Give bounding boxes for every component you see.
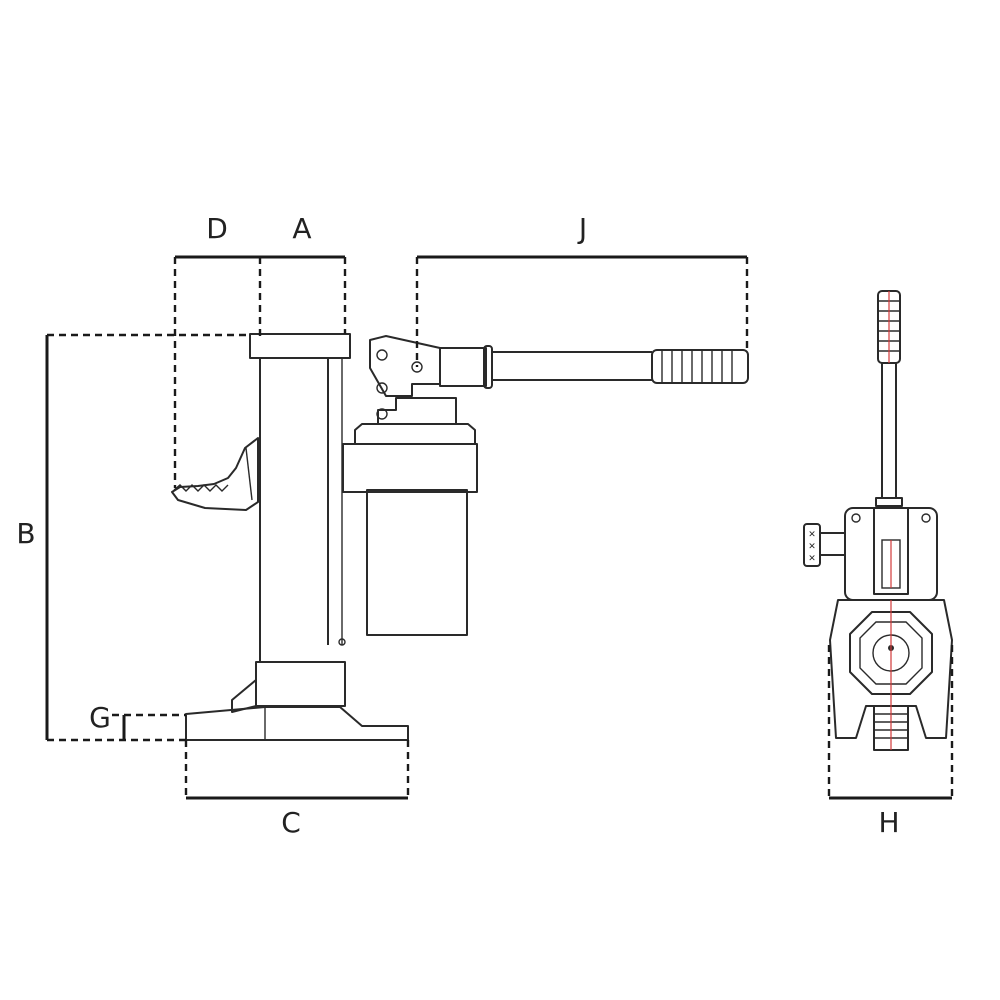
housing-bolt-tl-icon xyxy=(851,513,861,523)
housing-bolt-tr-icon xyxy=(921,513,931,523)
jack-front-view: ✕ ✕ ✕ xyxy=(803,290,953,751)
pump-assembly xyxy=(342,335,749,636)
handle-grip xyxy=(651,349,749,384)
dim-label-J: J xyxy=(577,212,587,245)
dim-label-C: C xyxy=(281,806,301,839)
front-pump-plunger-guard xyxy=(873,507,909,595)
front-handle-collar xyxy=(875,497,903,507)
knob-mark-icon: ✕ xyxy=(808,542,816,552)
linkage-pin-upper-icon xyxy=(376,349,388,361)
toe-claw xyxy=(171,437,259,511)
pump-body xyxy=(377,397,457,424)
lever-linkage xyxy=(369,335,441,397)
ram-nut-inner xyxy=(859,621,923,685)
dimension-lines xyxy=(45,255,954,800)
pump-head xyxy=(354,423,476,445)
toe-claw-edge xyxy=(245,447,253,501)
octagonal-ram-nut xyxy=(849,611,933,695)
handle-socket xyxy=(439,347,487,387)
knob-mark-icon: ✕ xyxy=(808,554,816,564)
toe-claw-teeth xyxy=(173,484,229,492)
rail-end xyxy=(338,638,346,646)
dim-label-G: G xyxy=(89,701,111,734)
lower-housing xyxy=(255,661,346,707)
jack-top-cap xyxy=(249,333,351,359)
dim-label-D: D xyxy=(206,212,228,245)
jack-side-view xyxy=(171,333,409,741)
release-valve-knob xyxy=(803,523,821,567)
base-plate xyxy=(185,706,409,741)
pump-bolt-icon xyxy=(376,408,388,420)
linkage-pin-lower-icon xyxy=(376,382,388,394)
oil-reservoir xyxy=(366,489,468,636)
linkage-pin-pivot-icon xyxy=(411,361,423,373)
knob-mark-icon: ✕ xyxy=(808,530,816,540)
dim-label-A: A xyxy=(292,212,311,245)
front-lower-body xyxy=(829,599,953,739)
dim-label-H: H xyxy=(878,806,899,839)
dim-label-B: B xyxy=(16,517,35,550)
handle-grip-ribs xyxy=(661,350,733,383)
handle-socket-ring xyxy=(483,345,493,389)
release-valve-stem xyxy=(819,532,846,556)
reservoir-clamp xyxy=(342,443,478,493)
dimension-labels: D A J B G C H xyxy=(16,212,899,839)
